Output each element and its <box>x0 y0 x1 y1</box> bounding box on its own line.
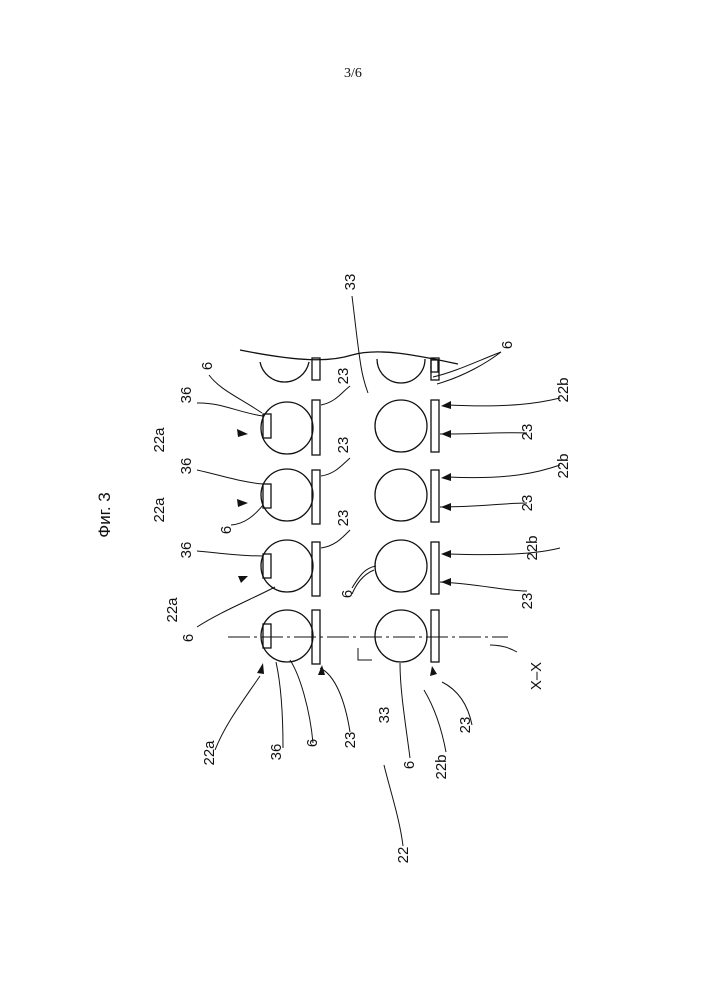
label-33-bottom: 33 <box>376 707 393 724</box>
label-23-l2: 23 <box>335 437 352 454</box>
plate-right-2 <box>431 470 439 522</box>
label-23-l4: 23 <box>342 732 359 749</box>
label-6-bottom-left: 6 <box>304 739 321 747</box>
insert-rect-2 <box>263 484 271 508</box>
label-22a-1: 22a <box>151 427 168 453</box>
label-23-l3: 23 <box>335 510 352 527</box>
insert-rect-1 <box>263 414 271 438</box>
label-axis: X–X <box>528 662 545 690</box>
plate-right-3 <box>431 542 439 594</box>
label-22a-4: 22a <box>201 740 218 766</box>
label-6-bottom-right: 6 <box>401 761 418 769</box>
roll-circle-a3 <box>261 540 313 592</box>
roll-circle-b4 <box>375 610 427 662</box>
partial-plate-left <box>312 358 320 380</box>
roll-circle-b1 <box>375 400 427 452</box>
roll-circle-a1 <box>261 402 313 454</box>
leader-lines <box>197 296 560 846</box>
label-22: 22 <box>395 847 412 864</box>
roll-circle-a4 <box>261 610 313 662</box>
page-number: 3/6 <box>344 66 362 81</box>
label-23-r3: 23 <box>519 593 536 610</box>
label-22b-3: 22b <box>524 535 541 560</box>
label-22a-2: 22a <box>151 497 168 523</box>
label-22b-2: 22b <box>555 453 572 478</box>
roll-circle-b3 <box>375 540 427 592</box>
label-23-r4: 23 <box>457 717 474 734</box>
label-6-top-right: 6 <box>499 341 516 349</box>
label-6-right-3: 6 <box>339 590 356 598</box>
partial-circle-left <box>260 362 309 382</box>
label-22b-1: 22b <box>555 377 572 402</box>
label-36-4: 36 <box>268 744 285 761</box>
label-23-r2: 23 <box>519 495 536 512</box>
roll-circle-b2 <box>375 469 427 521</box>
label-36-1: 36 <box>178 387 195 404</box>
insert-rect-4 <box>263 624 271 648</box>
partial-circle-right <box>377 359 425 383</box>
label-22b-4: 22b <box>433 754 450 779</box>
label-36-2: 36 <box>178 458 195 475</box>
roll-circle-a2 <box>261 469 313 521</box>
label-6-left-2: 6 <box>218 526 235 534</box>
label-23-r1: 23 <box>519 424 536 441</box>
label-33-top: 33 <box>342 274 359 291</box>
label-6-left-3: 6 <box>180 634 197 642</box>
figure-title: Фиг. 3 <box>95 492 114 537</box>
label-36-3: 36 <box>178 542 195 559</box>
label-23-l1: 23 <box>335 368 352 385</box>
plate-right-4 <box>431 610 439 662</box>
drawing-lines <box>240 350 458 664</box>
reference-labels: 33 6 6 36 22a 23 22b 23 36 22a 6 23 22b … <box>151 274 572 864</box>
label-6-top-left: 6 <box>199 362 216 370</box>
partial-slot <box>431 360 438 372</box>
plate-right-1 <box>431 400 439 452</box>
label-22a-3: 22a <box>164 597 181 623</box>
insert-rect-3 <box>263 554 271 578</box>
